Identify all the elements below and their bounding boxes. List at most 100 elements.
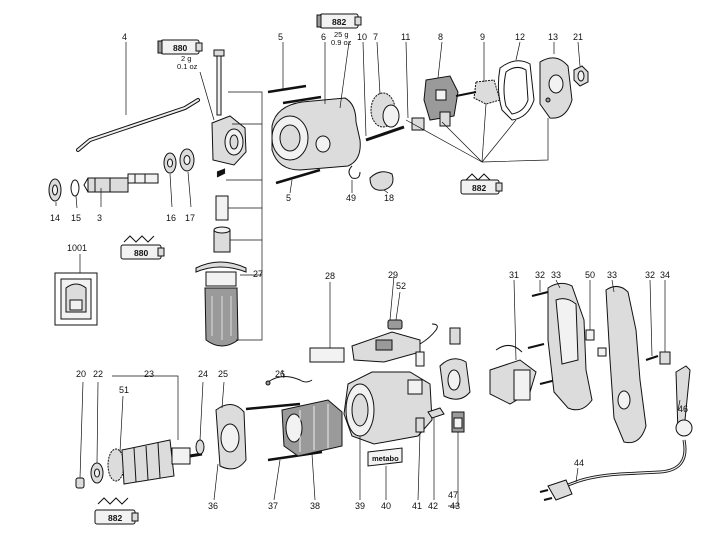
tube-882-bottom-label: 882 xyxy=(108,513,122,523)
part-13-cover xyxy=(539,57,573,119)
part-50-block xyxy=(585,329,607,357)
label-37: 37 xyxy=(268,501,278,511)
part-16-bearing xyxy=(163,152,177,174)
label-39: 39 xyxy=(355,501,365,511)
part-6-gear-housing xyxy=(271,97,361,171)
label-40: 40 xyxy=(381,501,391,511)
label-14: 14 xyxy=(50,213,60,223)
label-6: 6 xyxy=(321,32,326,42)
label-22: 22 xyxy=(93,369,103,379)
grease-tube-882-bottom: 882 xyxy=(94,497,139,525)
tube-880-qty-oz: 0.1 oz xyxy=(177,62,198,71)
part-23-armature xyxy=(107,439,203,485)
part-21-nut xyxy=(573,65,589,87)
label-52: 52 xyxy=(396,281,406,291)
grease-tube-882-right: 882 xyxy=(460,173,503,195)
group-switch-leaders xyxy=(405,103,549,163)
part-40-label: metabo xyxy=(367,447,403,467)
label-46: 46 xyxy=(678,404,688,414)
part-38-stator xyxy=(281,399,343,457)
label-44: 44 xyxy=(574,458,584,468)
part-20-cap xyxy=(75,477,85,489)
label-27: 27 xyxy=(253,269,263,279)
label-43: 43 xyxy=(450,501,460,511)
part-14-ring xyxy=(48,178,62,202)
part-41-clip xyxy=(415,417,425,433)
part-43-47-brush xyxy=(451,411,465,433)
part-34-clamp xyxy=(659,351,671,365)
part-7-gear xyxy=(370,92,400,128)
label-12: 12 xyxy=(515,32,525,42)
label-29: 29 xyxy=(388,270,398,280)
part-49-clip xyxy=(348,165,361,179)
group-27-bracket xyxy=(226,91,263,341)
label-5a: 5 xyxy=(278,32,283,42)
label-24: 24 xyxy=(198,369,208,379)
label-21: 21 xyxy=(573,32,583,42)
label-8: 8 xyxy=(438,32,443,42)
label-33b: 33 xyxy=(607,270,617,280)
part-4-rod xyxy=(76,98,200,152)
part-18-knob xyxy=(369,171,394,191)
label-25: 25 xyxy=(218,369,228,379)
label-18: 18 xyxy=(384,193,394,203)
part-42-clip xyxy=(427,407,445,419)
part-24-washer xyxy=(195,439,205,455)
label-36: 36 xyxy=(208,501,218,511)
part-brush-holder xyxy=(439,358,471,400)
brand-label: metabo xyxy=(372,454,399,463)
label-26: 26 xyxy=(275,369,285,379)
label-32b: 32 xyxy=(645,270,655,280)
label-20: 20 xyxy=(76,369,86,379)
grease-tube-880-left: 880 xyxy=(120,235,165,260)
part-44-cable xyxy=(539,439,687,501)
part-10-pin xyxy=(365,125,405,142)
label-23: 23 xyxy=(144,369,154,379)
part-39-motor-housing xyxy=(343,371,433,445)
part-long-bolt xyxy=(213,49,225,116)
part-26-wire xyxy=(265,376,313,386)
part-28-plate xyxy=(309,347,345,363)
grease-tube-882-top: 882 25 g 0.9 oz xyxy=(316,13,362,47)
label-9: 9 xyxy=(480,32,485,42)
inset-1001 xyxy=(54,272,98,326)
part-52-trigger xyxy=(387,319,403,330)
part-31-electronic xyxy=(489,345,537,405)
label-17: 17 xyxy=(185,213,195,223)
part-3-spindle xyxy=(83,173,159,193)
label-3: 3 xyxy=(97,213,102,223)
label-5b: 5 xyxy=(286,193,291,203)
part-spring xyxy=(216,168,226,178)
part-side-handle xyxy=(195,261,247,347)
label-7: 7 xyxy=(373,32,378,42)
part-12-gasket xyxy=(497,60,535,121)
part-5-screw-bottom xyxy=(275,168,321,185)
tube-882-label: 882 xyxy=(332,17,346,27)
part-22-bearing xyxy=(90,462,104,484)
tube-882-right-label: 882 xyxy=(472,183,486,193)
label-1001: 1001 xyxy=(67,243,87,253)
part-25-fan-baffle xyxy=(215,404,247,470)
label-28: 28 xyxy=(325,271,335,281)
part-nut-cylinder xyxy=(213,226,231,253)
label-50: 50 xyxy=(585,270,595,280)
label-42: 42 xyxy=(428,501,438,511)
tube-880-left-label: 880 xyxy=(134,248,148,258)
part-37-screws xyxy=(245,402,323,462)
part-32-screw-right xyxy=(645,355,659,361)
part-capacitor xyxy=(415,327,461,367)
label-34: 34 xyxy=(660,270,670,280)
part-15-circlip xyxy=(70,179,80,197)
label-13: 13 xyxy=(548,32,558,42)
label-41: 41 xyxy=(412,501,422,511)
label-4: 4 xyxy=(122,32,127,42)
label-31: 31 xyxy=(509,270,519,280)
part-29-switch xyxy=(351,323,438,363)
label-16: 16 xyxy=(166,213,176,223)
tube-880-label: 880 xyxy=(173,43,187,53)
part-8-switch-block xyxy=(411,75,459,131)
part-17-bearing xyxy=(179,148,195,172)
label-11: 11 xyxy=(401,32,410,42)
grease-tube-880-top: 880 2 g 0.1 oz xyxy=(157,39,203,71)
label-10: 10 xyxy=(357,32,367,42)
